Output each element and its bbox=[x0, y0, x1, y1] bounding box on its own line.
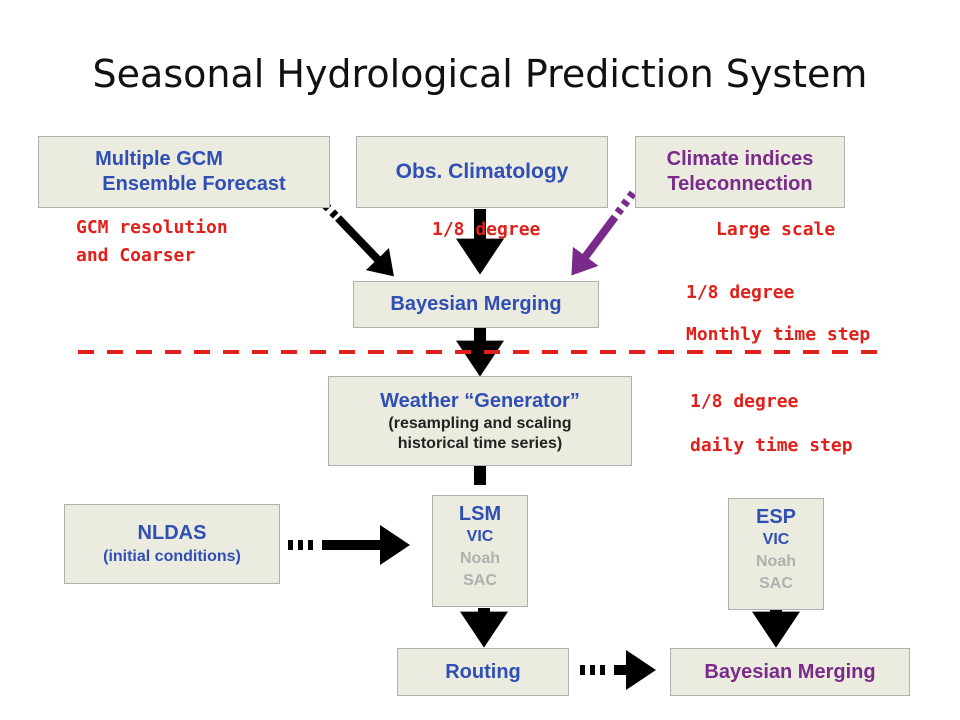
nldas-box-line1: NLDAS bbox=[137, 522, 207, 544]
esp-model-noah: Noah bbox=[756, 553, 796, 570]
note-gcm-resolution: GCM resolution and Coarser bbox=[76, 214, 228, 270]
indices-box-line1: Climate indices bbox=[666, 148, 814, 170]
note-daily: 1/8 degree daily time step bbox=[690, 380, 853, 468]
note-daily-line2: daily time step bbox=[690, 435, 853, 456]
obs-climatology-box: Obs. Climatology bbox=[356, 136, 608, 208]
lsm-box: LSM VIC Noah SAC bbox=[432, 495, 528, 607]
esp-model-sac: SAC bbox=[759, 575, 793, 592]
climate-indices-box: Climate indices Teleconnection bbox=[635, 136, 845, 208]
page-title: Seasonal Hydrological Prediction System bbox=[92, 52, 868, 96]
routing-box: Routing bbox=[397, 648, 569, 696]
note-daily-line1: 1/8 degree bbox=[690, 391, 799, 412]
esp-model-vic: VIC bbox=[762, 531, 790, 548]
gcm-box-line2: Ensemble Forecast bbox=[102, 173, 286, 195]
weather-generator-box: Weather “Generator” (resampling and scal… bbox=[328, 376, 632, 466]
arrow-gcm-to-bayes bbox=[315, 195, 394, 277]
esp-box: ESP VIC Noah SAC bbox=[728, 498, 824, 610]
note-gcm-resolution-line2: and Coarser bbox=[76, 245, 196, 266]
gcm-box-line1: Multiple GCM bbox=[95, 148, 223, 170]
nldas-box-line2: (initial conditions) bbox=[103, 548, 241, 565]
bayesian-merging-top-box: Bayesian Merging bbox=[353, 281, 599, 328]
note-monthly-line2: Monthly time step bbox=[686, 324, 871, 345]
note-monthly-line1: 1/8 degree bbox=[686, 282, 795, 303]
bayes-top-label: Bayesian Merging bbox=[390, 293, 562, 315]
lsm-model-sac: SAC bbox=[463, 572, 497, 589]
weather-box-line3: historical time series) bbox=[397, 435, 563, 452]
weather-box-line1: Weather “Generator” bbox=[380, 390, 580, 412]
lsm-model-noah: Noah bbox=[460, 550, 500, 567]
bayes-bottom-label: Bayesian Merging bbox=[704, 660, 876, 683]
esp-title: ESP bbox=[755, 506, 797, 528]
indices-box-line2: Teleconnection bbox=[667, 173, 813, 195]
lsm-title: LSM bbox=[458, 503, 502, 525]
routing-label: Routing bbox=[445, 660, 521, 683]
note-monthly: 1/8 degree Monthly time step bbox=[686, 272, 870, 356]
weather-box-line2: (resampling and scaling bbox=[388, 415, 572, 432]
note-large-scale: Large scale bbox=[716, 219, 836, 240]
note-gcm-resolution-line1: GCM resolution bbox=[76, 217, 228, 238]
arrow-indices-to-bayes bbox=[571, 190, 637, 276]
gcm-forecast-box: Multiple GCM Ensemble Forecast bbox=[38, 136, 330, 208]
lsm-model-vic: VIC bbox=[466, 528, 494, 545]
nldas-box: NLDAS (initial conditions) bbox=[64, 504, 280, 584]
obs-box-line1: Obs. Climatology bbox=[395, 160, 569, 183]
note-obs-resolution: 1/8 degree bbox=[432, 219, 541, 240]
bayesian-merging-bottom-box: Bayesian Merging bbox=[670, 648, 910, 696]
